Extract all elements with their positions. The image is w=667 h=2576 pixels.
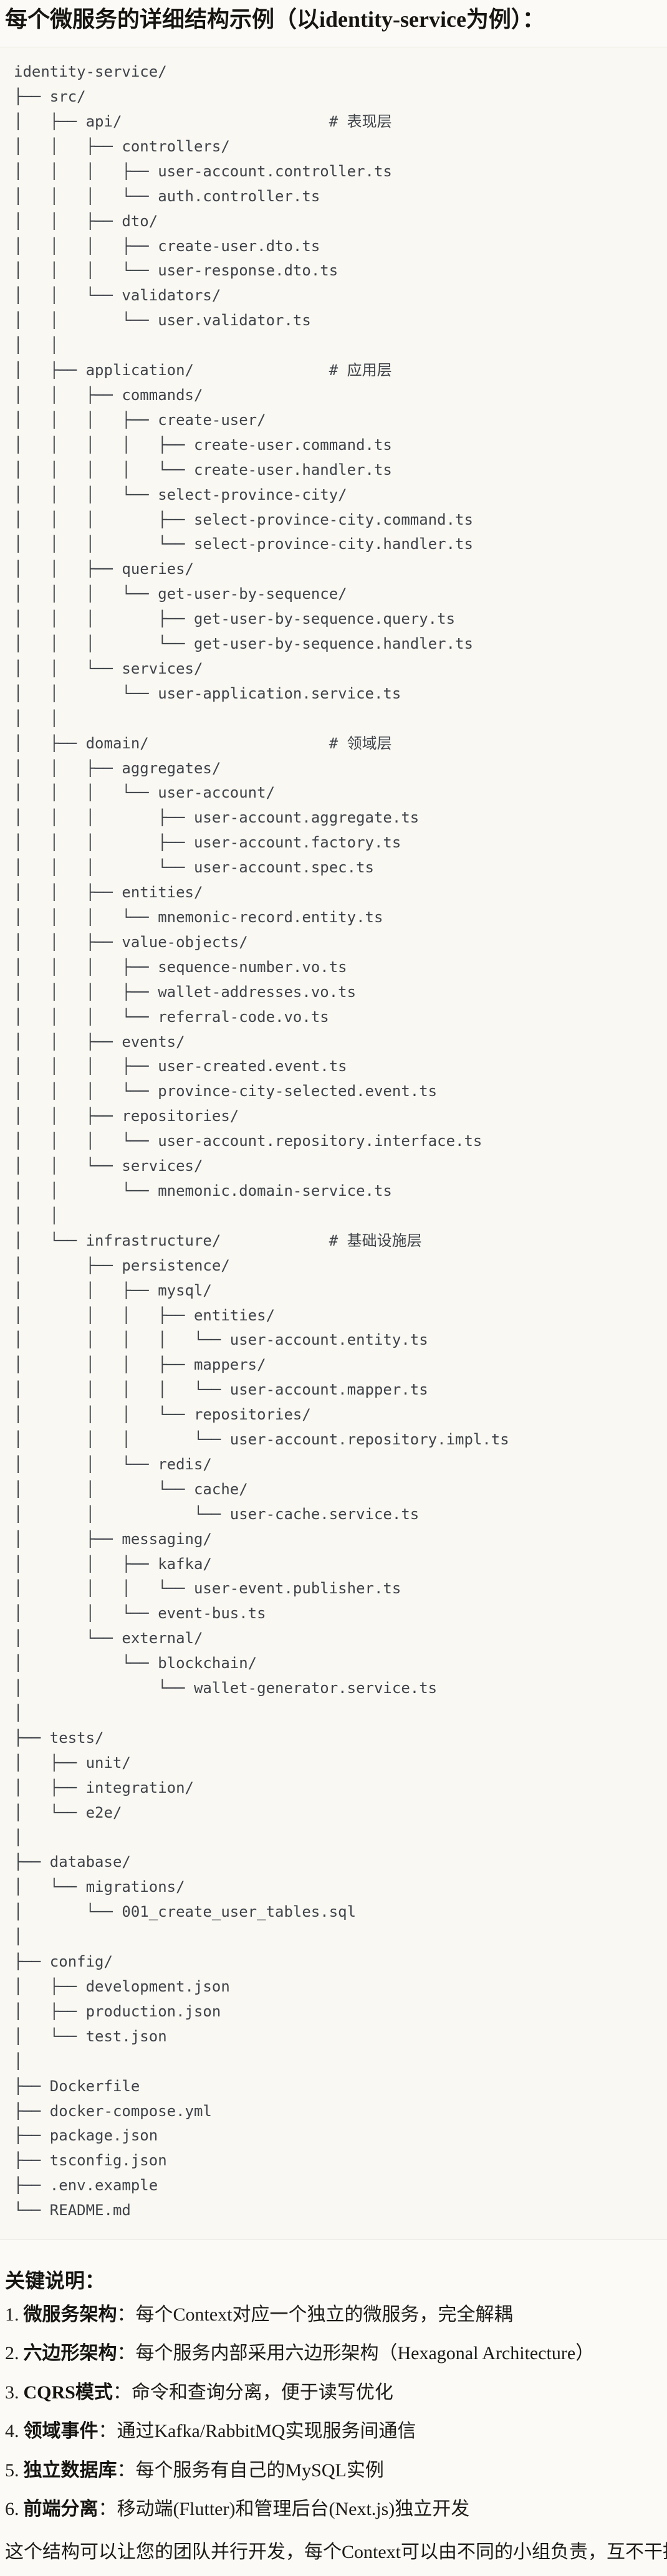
- note-text: 移动端(Flutter)和管理后台(Next.js)独立开发: [117, 2498, 470, 2519]
- note-number: 4.: [5, 2421, 19, 2442]
- note-number: 5.: [5, 2459, 19, 2481]
- note-number: 1.: [5, 2304, 19, 2326]
- note-colon: ：: [98, 2421, 117, 2442]
- note-item-5: 5.独立数据库：每个服务有自己的MySQL实例: [5, 2459, 661, 2481]
- note-label: 独立数据库: [23, 2459, 117, 2481]
- note-item-3: 3.CQRS模式：命令和查询分离，便于读写优化: [5, 2382, 661, 2403]
- directory-tree: identity-service/ ├── src/ │ ├── api/ # …: [14, 63, 509, 2220]
- note-number: 3.: [5, 2382, 19, 2403]
- note-text: 通过Kafka/RabbitMQ实现服务间通信: [117, 2421, 416, 2442]
- note-colon: ：: [117, 2343, 136, 2364]
- note-colon: ：: [117, 2459, 136, 2481]
- closing-paragraph: 这个结构可以让您的团队并行开发，每个Context可以由不同的小组负责，互不干扰…: [5, 2542, 667, 2563]
- notes-heading: 关键说明：: [5, 2269, 105, 2292]
- note-item-1: 1.微服务架构：每个Context对应一个独立的微服务，完全解耦: [5, 2304, 661, 2326]
- note-text: 每个Context对应一个独立的微服务，完全解耦: [135, 2304, 513, 2326]
- note-item-4: 4.领域事件：通过Kafka/RabbitMQ实现服务间通信: [5, 2420, 661, 2442]
- note-text: 每个服务有自己的MySQL实例: [135, 2459, 384, 2481]
- note-colon: ：: [112, 2382, 132, 2403]
- note-label: 前端分离: [23, 2498, 98, 2519]
- note-label: 领域事件: [23, 2421, 98, 2442]
- note-text: 每个服务内部采用六边形架构（Hexagonal Architecture）: [135, 2343, 595, 2364]
- note-label: 六边形架构: [23, 2343, 117, 2364]
- page-title: 每个微服务的详细结构示例（以identity-service为例）：: [5, 7, 545, 32]
- note-text: 命令和查询分离，便于读写优化: [131, 2382, 393, 2403]
- notes-section: 关键说明： 1.微服务架构：每个Context对应一个独立的微服务，完全解耦 2…: [0, 2240, 667, 2576]
- note-item-6: 6.前端分离：移动端(Flutter)和管理后台(Next.js)独立开发: [5, 2498, 661, 2520]
- note-number: 2.: [5, 2343, 19, 2364]
- note-colon: ：: [117, 2304, 136, 2326]
- note-label: CQRS模式: [23, 2382, 113, 2403]
- code-block: identity-service/ ├── src/ │ ├── api/ # …: [0, 47, 667, 2241]
- note-number: 6.: [5, 2498, 19, 2519]
- note-colon: ：: [98, 2498, 117, 2519]
- note-label: 微服务架构: [23, 2304, 117, 2326]
- note-item-2: 2.六边形架构：每个服务内部采用六边形架构（Hexagonal Architec…: [5, 2342, 661, 2364]
